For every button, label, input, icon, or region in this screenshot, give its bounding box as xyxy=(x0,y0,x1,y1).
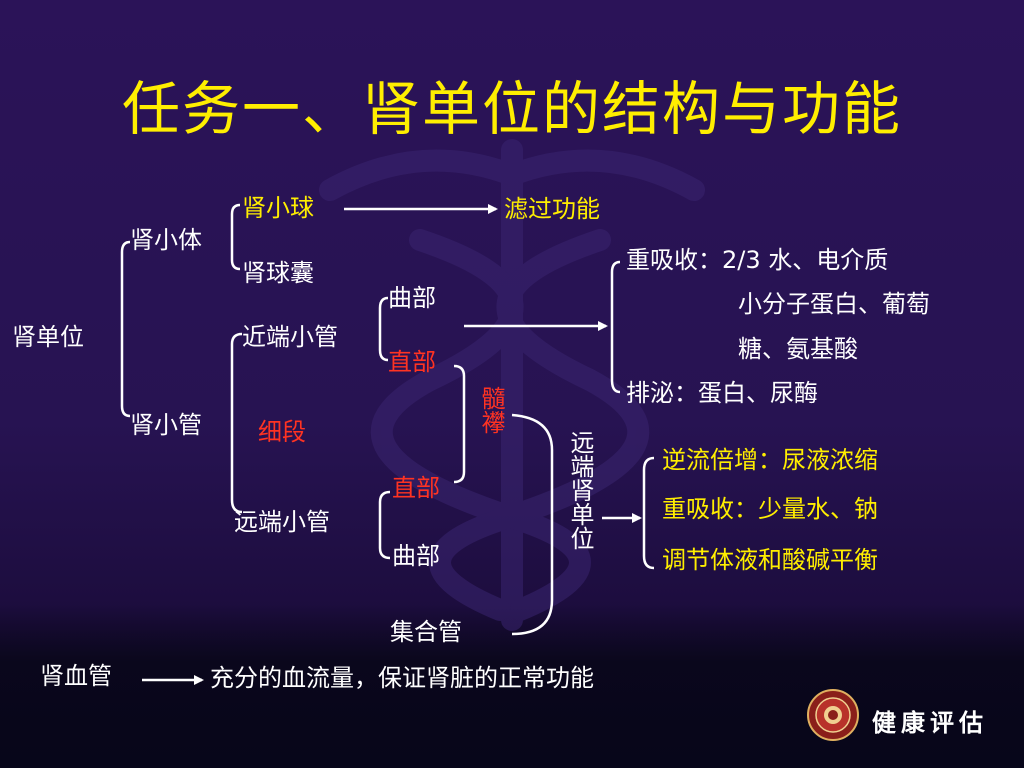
collecting-duct: 集合管 xyxy=(390,618,462,646)
logo-name: 健康评估 xyxy=(872,708,988,737)
proximal-convoluted: 曲部 xyxy=(388,284,436,312)
bracket-distal-functions xyxy=(642,456,655,570)
distal-nephron: 远端肾单位 xyxy=(566,430,594,550)
bracket-distal-nephron xyxy=(511,413,554,636)
reabsorption-line-3: 糖、氨基酸 xyxy=(738,335,858,363)
university-seal-icon xyxy=(807,689,859,741)
distal-straight: 直部 xyxy=(392,474,440,502)
distal-function-3: 调节体液和酸碱平衡 xyxy=(662,546,878,574)
reabsorption-line-1: 重吸收：2/3 水、电介质 xyxy=(626,246,889,274)
medullary-loop: 髓襻 xyxy=(477,386,505,434)
bracket-tubule xyxy=(230,332,243,514)
renal-vessels-function: 充分的血流量，保证肾脏的正常功能 xyxy=(210,664,594,692)
renal-tubule: 肾小管 xyxy=(130,411,202,439)
glomerular-capsule: 肾球囊 xyxy=(242,259,314,287)
reabsorption-line-2: 小分子蛋白、葡萄 xyxy=(738,290,930,318)
bracket-corpuscle xyxy=(230,203,241,271)
secretion-line: 排泌：蛋白、尿酶 xyxy=(626,379,818,407)
bracket-proximal-functions xyxy=(610,260,621,394)
proximal-straight: 直部 xyxy=(388,348,436,376)
distal-convoluted: 曲部 xyxy=(392,542,440,570)
renal-vessels: 肾血管 xyxy=(40,662,112,690)
renal-corpuscle: 肾小体 xyxy=(130,226,202,254)
root-nephron: 肾单位 xyxy=(12,323,84,351)
page-title: 任务一、肾单位的结构与功能 xyxy=(121,75,902,143)
distal-function-2: 重吸收：少量水、钠 xyxy=(662,495,878,523)
glomerulus-function: 滤过功能 xyxy=(504,195,600,223)
bottom-band xyxy=(0,604,1024,768)
thin-segment: 细段 xyxy=(258,418,306,446)
bracket-nephron xyxy=(120,240,131,418)
bracket-medullary-loop xyxy=(453,364,466,484)
distal-tubule: 远端小管 xyxy=(234,508,330,536)
bracket-distal xyxy=(378,490,391,560)
glomerulus: 肾小球 xyxy=(242,194,314,222)
proximal-tubule: 近端小管 xyxy=(242,323,338,351)
bracket-proximal xyxy=(378,296,389,362)
distal-function-1: 逆流倍增：尿液浓缩 xyxy=(662,446,878,474)
